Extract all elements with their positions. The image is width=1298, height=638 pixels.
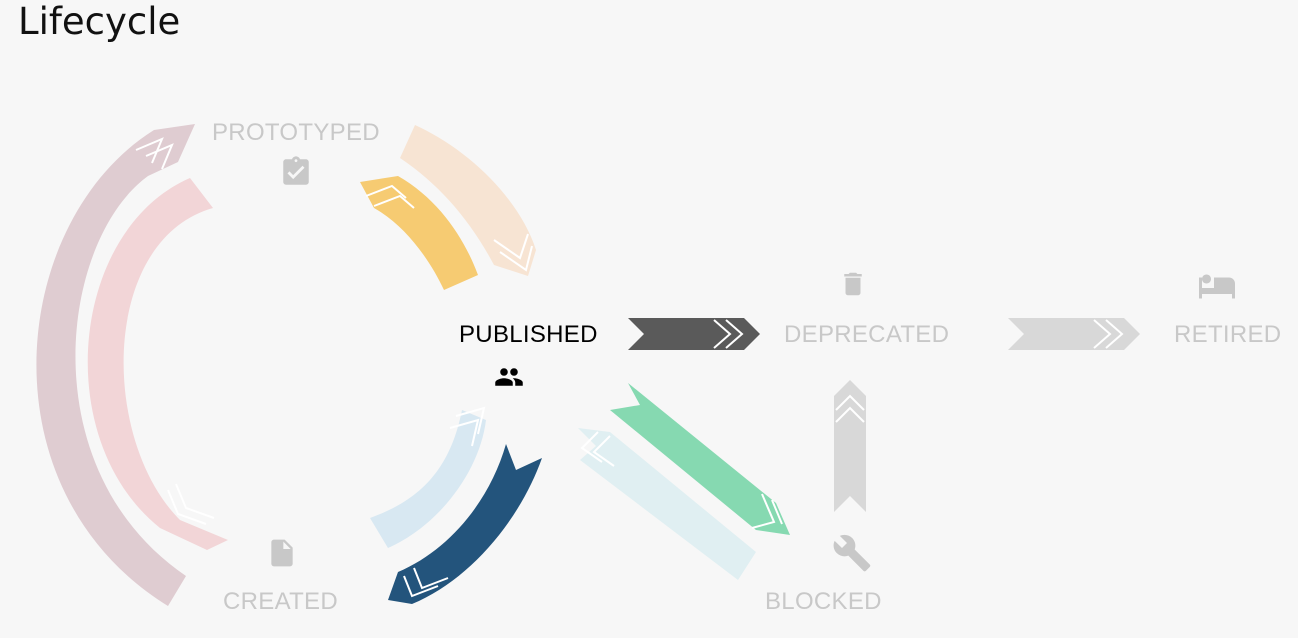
state-retired-label[interactable]: RETIRED (1174, 321, 1282, 348)
wrench-icon (833, 534, 871, 572)
transition-published-deprecated[interactable] (628, 318, 760, 350)
transition-created-published[interactable] (370, 406, 486, 548)
document-icon (271, 539, 293, 567)
clipboard-check-icon (283, 156, 309, 185)
transition-prototyped-published[interactable] (400, 125, 536, 276)
transition-blocked-deprecated[interactable] (834, 380, 866, 512)
transition-published-prototyped[interactable] (360, 176, 478, 290)
bed-icon (1199, 274, 1235, 299)
state-blocked-label[interactable]: BLOCKED (765, 588, 882, 615)
transition-prototyped-created[interactable] (87, 178, 228, 550)
transition-deprecated-retired[interactable] (1008, 318, 1140, 350)
state-published-label[interactable]: PUBLISHED (459, 321, 598, 348)
users-icon (495, 368, 523, 386)
transition-created-prototyped[interactable] (36, 124, 195, 606)
trash-icon (844, 272, 862, 296)
page-title: Lifecycle (18, 0, 181, 43)
state-deprecated-label[interactable]: DEPRECATED (784, 321, 950, 348)
state-created-label[interactable]: CREATED (223, 588, 338, 615)
state-prototyped-label[interactable]: PROTOTYPED (212, 119, 380, 146)
transition-published-blocked[interactable] (610, 383, 790, 535)
transition-published-created[interactable] (388, 444, 542, 604)
transition-blocked-published[interactable] (578, 428, 756, 580)
